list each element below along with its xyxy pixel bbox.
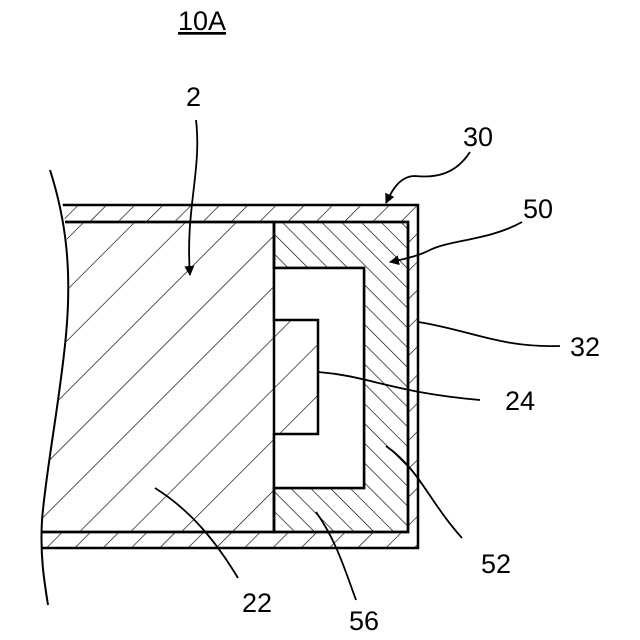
leader-32	[418, 322, 560, 346]
label-22: 22	[242, 588, 272, 618]
figure-title: 10A	[178, 6, 226, 36]
body-step	[274, 320, 318, 434]
label-52: 52	[481, 549, 511, 579]
label-56: 56	[349, 606, 379, 636]
label-2: 2	[186, 82, 201, 112]
body-block	[40, 222, 274, 532]
leader-30	[386, 152, 470, 203]
label-24: 24	[505, 386, 535, 416]
label-50: 50	[523, 194, 553, 224]
label-32: 32	[570, 332, 600, 362]
label-30: 30	[463, 122, 493, 152]
